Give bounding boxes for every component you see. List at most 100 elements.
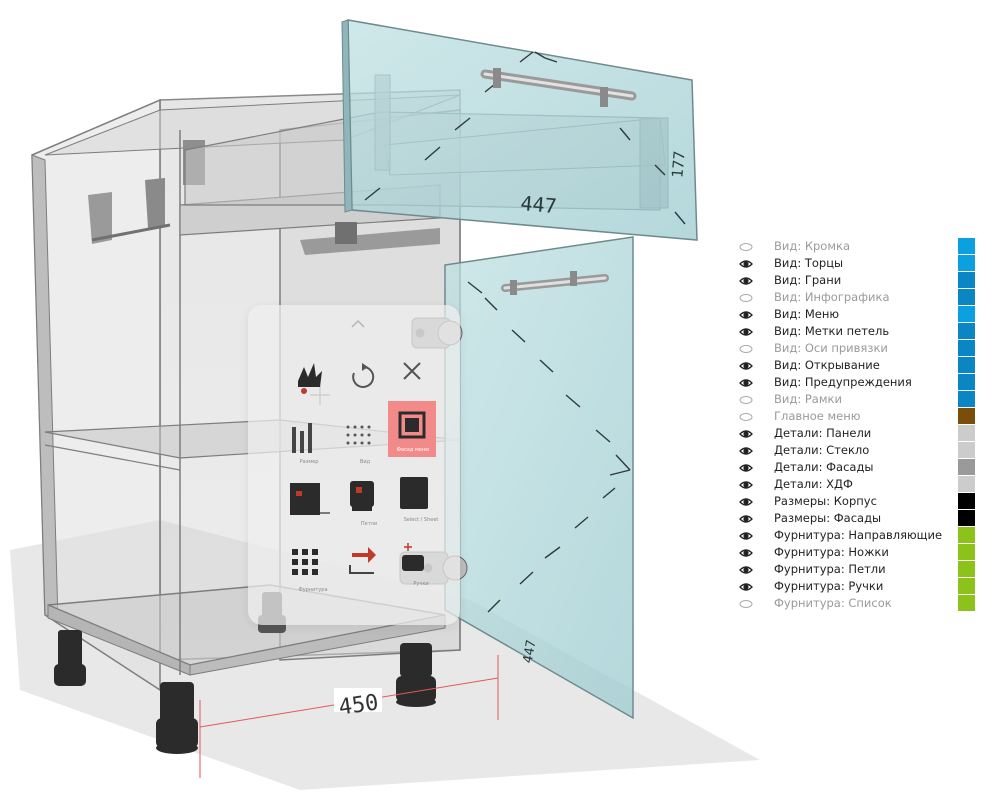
layer-color-swatch[interactable] xyxy=(958,544,975,560)
quick-menu-decor xyxy=(310,319,365,405)
layer-label: Вид: Торцы xyxy=(774,256,844,270)
layer-row[interactable]: Фурнитура: Ручки xyxy=(734,578,980,595)
frame-icon xyxy=(398,411,426,439)
layer-row[interactable]: Вид: Предупреждения xyxy=(734,374,980,391)
layer-color-swatch[interactable] xyxy=(958,425,975,441)
layer-row[interactable]: Вид: Инфографика xyxy=(734,289,980,306)
eye-icon[interactable] xyxy=(738,578,754,595)
layer-color-swatch[interactable] xyxy=(958,357,975,373)
layer-row[interactable]: Размеры: Корпус xyxy=(734,493,980,510)
swap-button[interactable] xyxy=(344,543,394,601)
eye-icon[interactable] xyxy=(738,527,754,544)
select-sheet-caption: Select / Sheet xyxy=(403,517,439,523)
layer-row[interactable]: Вид: Грани xyxy=(734,272,980,289)
layer-row[interactable]: Детали: Стекло xyxy=(734,442,980,459)
layer-row[interactable]: Фурнитура: Список xyxy=(734,595,980,612)
eye-icon[interactable] xyxy=(738,357,754,374)
eye-icon[interactable] xyxy=(738,425,754,442)
explode-button[interactable] xyxy=(284,353,334,411)
wall-bracket-left xyxy=(88,192,112,244)
layer-row[interactable]: Вид: Меню xyxy=(734,306,980,323)
layer-color-swatch[interactable] xyxy=(958,255,975,271)
size-button[interactable]: Размер xyxy=(284,415,334,473)
layer-color-swatch[interactable] xyxy=(958,238,975,254)
eye-closed-icon[interactable] xyxy=(738,238,754,255)
layer-color-swatch[interactable] xyxy=(958,374,975,390)
eye-closed-icon[interactable] xyxy=(738,340,754,357)
layer-row[interactable]: Детали: Фасады xyxy=(734,459,980,476)
layer-color-swatch[interactable] xyxy=(958,306,975,322)
layer-row[interactable]: Размеры: Фасады xyxy=(734,510,980,527)
eye-closed-icon[interactable] xyxy=(738,595,754,612)
facade-menu-button[interactable]: Фасад меню xyxy=(388,401,436,457)
layer-row[interactable]: Детали: ХДФ xyxy=(734,476,980,493)
drawer-opening-marks xyxy=(364,51,686,225)
rotate-button[interactable] xyxy=(338,353,388,411)
view-button[interactable]: Вид xyxy=(340,415,390,473)
layer-label: Детали: Панели xyxy=(774,426,872,440)
layer-label: Фурнитура: Направляющие xyxy=(774,528,943,542)
drawer-depth-label: 447 xyxy=(520,191,558,218)
layer-color-swatch[interactable] xyxy=(958,476,975,492)
hinge-icon xyxy=(350,481,374,511)
eye-icon[interactable] xyxy=(738,544,754,561)
swap-icon xyxy=(349,547,376,574)
eye-icon[interactable] xyxy=(738,272,754,289)
eye-icon[interactable] xyxy=(738,442,754,459)
layer-row[interactable]: Вид: Кромка xyxy=(734,238,980,255)
eye-icon[interactable] xyxy=(738,561,754,578)
layer-label: Вид: Предупреждения xyxy=(774,375,912,389)
layer-label: Вид: Рамки xyxy=(774,392,842,406)
hinges-button[interactable]: Петли xyxy=(344,477,394,535)
layer-row[interactable]: Фурнитура: Ножки xyxy=(734,544,980,561)
layer-label: Вид: Меню xyxy=(774,307,840,321)
layer-color-swatch[interactable] xyxy=(958,561,975,577)
layer-color-swatch[interactable] xyxy=(958,340,975,356)
layer-color-swatch[interactable] xyxy=(958,578,975,594)
layer-color-swatch[interactable] xyxy=(958,289,975,305)
eye-icon[interactable] xyxy=(738,255,754,272)
layer-row[interactable]: Детали: Панели xyxy=(734,425,980,442)
layer-row[interactable]: Фурнитура: Петли xyxy=(734,561,980,578)
select-sheet-button[interactable]: Select / Sheet xyxy=(396,473,446,531)
quick-action-menu: Размер Вид Фасад меню xyxy=(248,305,460,625)
dots-grid-icon xyxy=(346,425,371,445)
layer-row[interactable]: Вид: Оси привязки xyxy=(734,340,980,357)
layer-row[interactable]: Вид: Открывание xyxy=(734,357,980,374)
close-button[interactable] xyxy=(394,353,444,411)
layer-color-swatch[interactable] xyxy=(958,493,975,509)
eye-closed-icon[interactable] xyxy=(738,289,754,306)
eye-closed-icon[interactable] xyxy=(738,408,754,425)
hardware-button[interactable]: Фурнитура xyxy=(288,543,338,601)
layer-color-swatch[interactable] xyxy=(958,272,975,288)
layer-color-swatch[interactable] xyxy=(958,459,975,475)
layer-row[interactable]: Вид: Метки петель xyxy=(734,323,980,340)
eye-closed-icon[interactable] xyxy=(738,391,754,408)
layer-color-swatch[interactable] xyxy=(958,408,975,424)
layer-color-swatch[interactable] xyxy=(958,527,975,543)
layer-label: Детали: ХДФ xyxy=(774,477,853,491)
eye-icon[interactable] xyxy=(738,510,754,527)
layer-color-swatch[interactable] xyxy=(958,323,975,339)
handles-button[interactable]: Ручки xyxy=(396,537,446,595)
eye-icon[interactable] xyxy=(738,306,754,323)
drawer-icon xyxy=(290,483,330,515)
leg-front-right xyxy=(396,643,436,707)
layer-color-swatch[interactable] xyxy=(958,510,975,526)
layer-color-swatch[interactable] xyxy=(958,595,975,611)
eye-icon[interactable] xyxy=(738,476,754,493)
eye-icon[interactable] xyxy=(738,459,754,476)
layer-row[interactable]: Вид: Рамки xyxy=(734,391,980,408)
leg-front-left xyxy=(156,682,198,754)
layer-row[interactable]: Фурнитура: Направляющие xyxy=(734,527,980,544)
layer-color-swatch[interactable] xyxy=(958,391,975,407)
drawer-button[interactable] xyxy=(286,477,336,535)
eye-icon[interactable] xyxy=(738,374,754,391)
layer-row[interactable]: Главное меню xyxy=(734,408,980,425)
leg-back-left xyxy=(54,630,86,686)
layer-row[interactable]: Вид: Торцы xyxy=(734,255,980,272)
eye-icon[interactable] xyxy=(738,323,754,340)
layer-color-swatch[interactable] xyxy=(958,442,975,458)
eye-icon[interactable] xyxy=(738,493,754,510)
